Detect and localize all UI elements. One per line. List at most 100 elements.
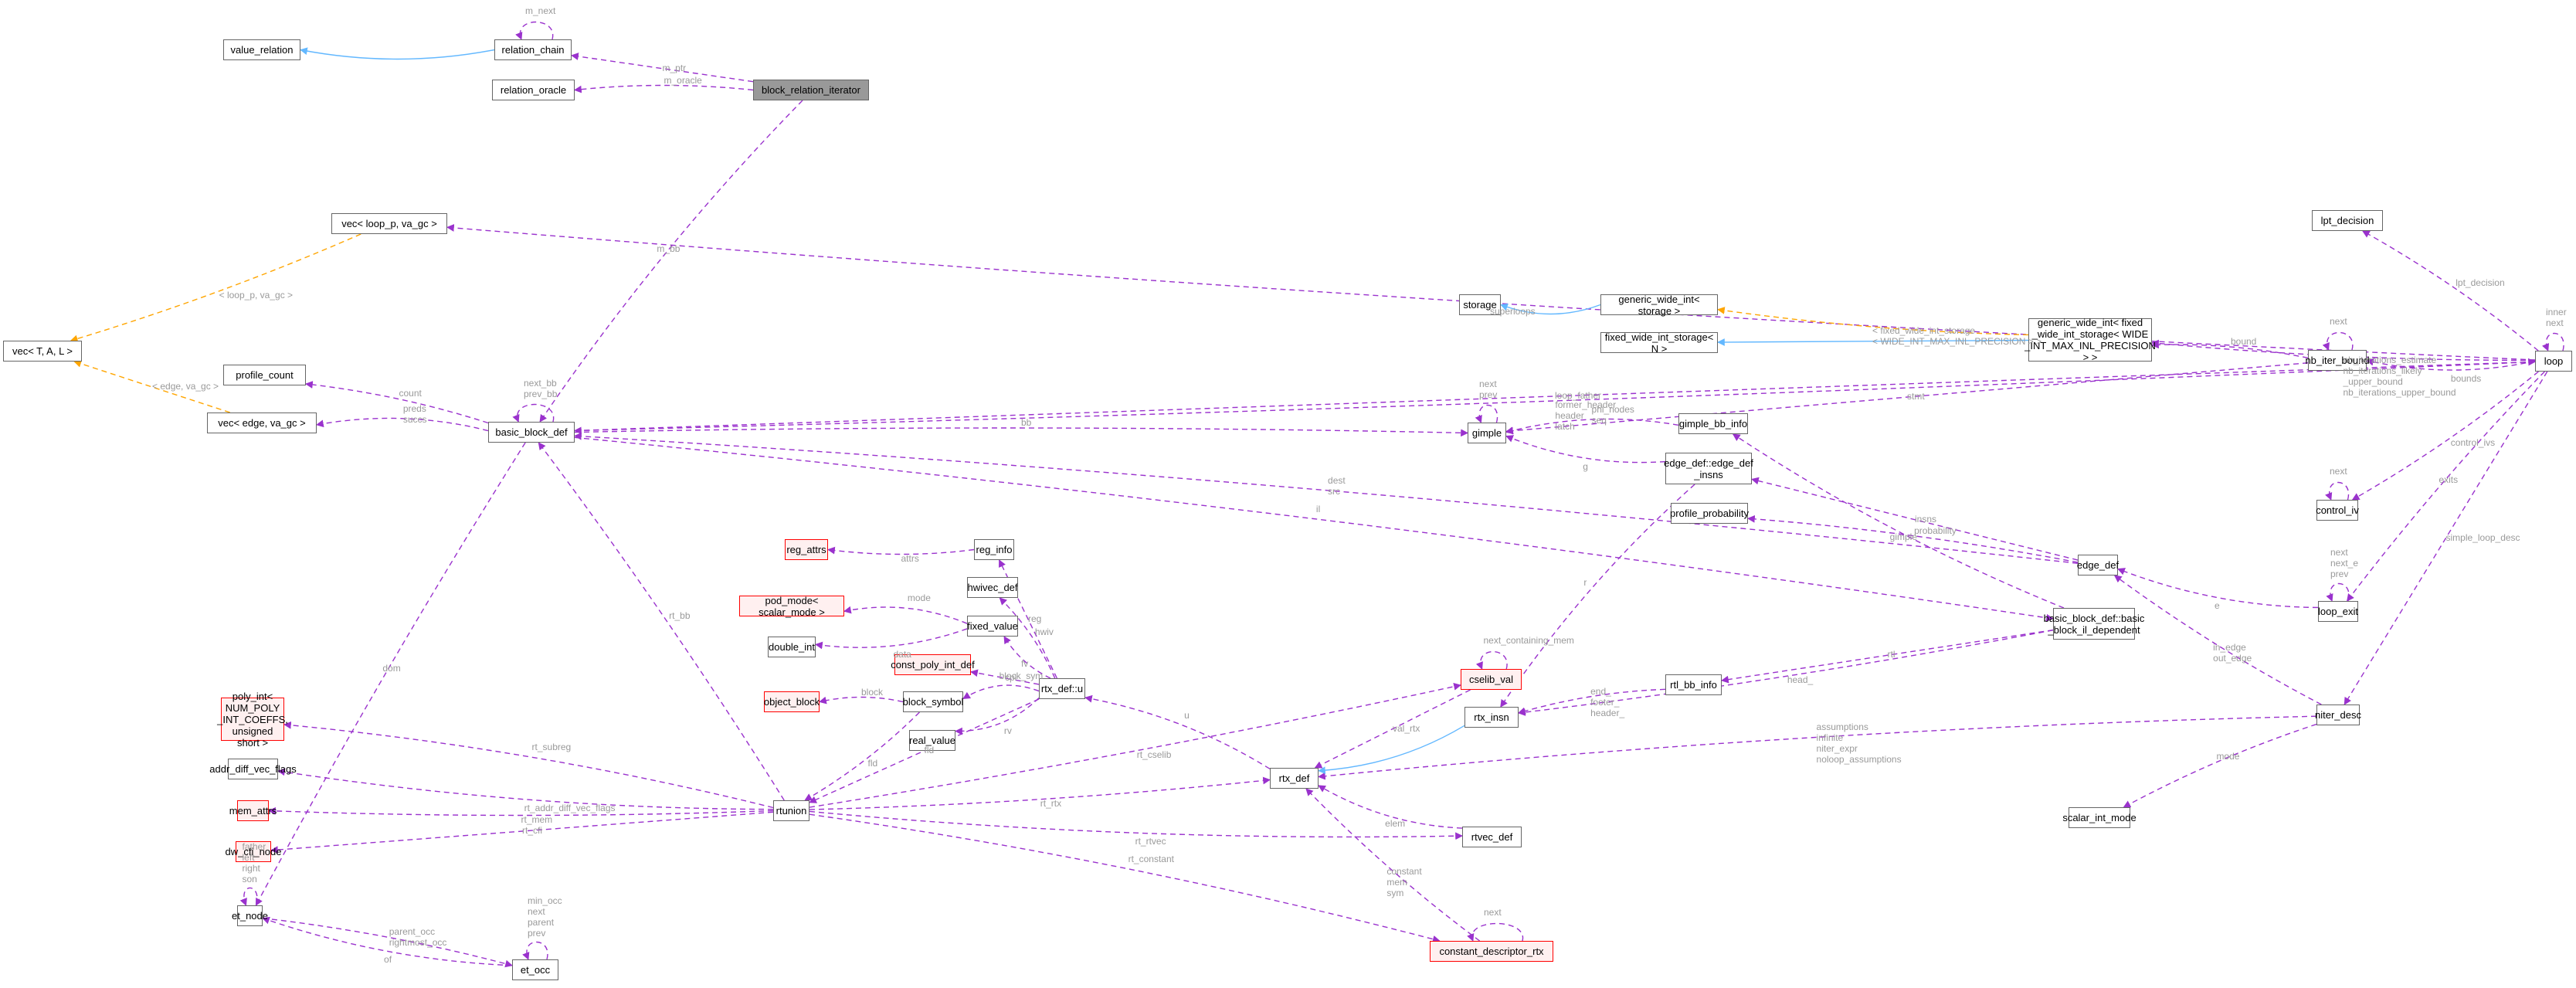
member-edge-bb-il-dependent-to-rtx-insn: [1518, 630, 2054, 716]
class-node-et-occ[interactable]: et_occ: [512, 959, 558, 980]
edge-label: fld: [867, 757, 878, 769]
edge-label: end_ footer_ header_: [1590, 685, 1625, 718]
class-node-reg-info[interactable]: reg_info: [974, 539, 1014, 560]
class-node-double-int[interactable]: double_int: [768, 637, 816, 657]
edge-label: < fixed_wide_int_storage < WIDE_INT_MAX_…: [1872, 325, 2042, 348]
class-node-relation-chain[interactable]: relation_chain: [494, 39, 572, 60]
class-node-block-relation-iterator[interactable]: block_relation_iterator: [753, 80, 869, 100]
inheritance-edge-generic-wide-int-fixed-to-fixed-wide-int-storage: [1717, 338, 2029, 346]
class-node-constant-descriptor-rtx[interactable]: constant_descriptor_rtx: [1430, 941, 1553, 962]
member-edge-loop-exit-to-loop-exit: [2326, 582, 2350, 602]
class-node-rtvec-def[interactable]: rtvec_def: [1462, 827, 1522, 847]
class-node-loop-exit[interactable]: loop_exit: [2318, 601, 2358, 622]
edge-label: m_next: [525, 5, 556, 16]
edge-label: former_header header latch: [1555, 399, 1617, 432]
class-node-rtx-insn[interactable]: rtx_insn: [1464, 707, 1519, 728]
class-node-addr-diff-vec-flags[interactable]: addr_diff_vec_flags: [209, 759, 297, 779]
class-node-scalar-int-mode[interactable]: scalar_int_mode: [2062, 807, 2136, 828]
class-node-pod-mode[interactable]: pod_mode< scalar_mode >: [739, 595, 844, 618]
member-edge-loop-to-loop-exit: [2347, 371, 2545, 602]
member-edge-nb-iter-bound-to-nb-iter-bound: [2322, 331, 2354, 351]
class-node-bb-il-dependent[interactable]: basic_block_def::basic _block_il_depende…: [2044, 608, 2144, 640]
class-node-mem-attrs[interactable]: mem_attrs: [229, 800, 277, 821]
class-node-basic-block-def[interactable]: basic_block_def: [488, 422, 575, 443]
edge-label: assumptions infinite niter_expr noloop_a…: [1816, 721, 1902, 766]
class-node-reg-attrs[interactable]: reg_attrs: [785, 539, 828, 560]
member-edge-basic-block-def-to-loop: [574, 358, 2536, 432]
edge-label: next prev: [1479, 379, 1498, 400]
edge-label: < loop_p, va_gc >: [219, 290, 294, 301]
class-node-profile-count[interactable]: profile_count: [223, 365, 306, 385]
class-node-rtx-def-u[interactable]: rtx_def::u: [1039, 678, 1085, 699]
class-node-hwivec-def[interactable]: hwivec_def: [967, 577, 1018, 598]
class-node-rtl-bb-info[interactable]: rtl_bb_info: [1665, 674, 1722, 695]
edge-label: cpi: [1005, 671, 1017, 683]
class-node-gimple-bb-info[interactable]: gimple_bb_info: [1678, 413, 1748, 434]
member-edge-control-iv-to-control-iv: [2325, 481, 2350, 501]
edge-label: rt_mem: [521, 813, 553, 825]
edge-label: next: [2330, 466, 2347, 477]
member-edge-nb-iter-bound-to-generic-wide-int-fixed: [2151, 341, 2309, 359]
class-node-generic-wide-int-fixed[interactable]: generic_wide_int< fixed _wide_int_storag…: [2024, 317, 2156, 363]
class-node-rtunion[interactable]: rtunion: [773, 800, 809, 821]
class-node-et-node[interactable]: et_node: [232, 905, 268, 926]
edge-label: rt_cselib: [1136, 749, 1172, 760]
class-node-profile-probability[interactable]: profile_probability: [1670, 503, 1749, 524]
edge-label: bb: [1021, 417, 1032, 428]
member-edge-rtx-def-u-to-fixed-value: [1003, 636, 1051, 679]
member-edge-basic-block-def-to-gimple: [574, 427, 1468, 437]
class-node-control-iv[interactable]: control_iv: [2316, 500, 2359, 521]
member-edge-block-relation-iterator-to-basic-block-def: [539, 100, 803, 423]
class-node-cselib-val[interactable]: cselib_val: [1461, 669, 1522, 690]
class-node-block-symbol[interactable]: block_symbol: [903, 691, 963, 712]
edge-label: rv: [1003, 725, 1012, 737]
class-node-loop[interactable]: loop: [2535, 351, 2572, 372]
member-edge-block-symbol-to-object-block: [819, 696, 904, 705]
class-node-fixed-value[interactable]: fixed_value: [967, 616, 1018, 637]
edge-label: m_oracle: [664, 74, 702, 86]
class-node-generic-wide-int-storage[interactable]: generic_wide_int< storage >: [1600, 294, 1718, 317]
class-node-niter-desc[interactable]: niter_desc: [2315, 705, 2361, 725]
member-edge-basic-block-def-to-profile-count: [305, 381, 489, 424]
edge-label: data: [893, 648, 911, 660]
edge-label: rt_rtvec: [1135, 836, 1166, 847]
member-edge-gimple-to-gimple: [1475, 404, 1498, 423]
edge-label: u: [1184, 709, 1190, 721]
class-node-vec-loop-p[interactable]: vec< loop_p, va_gc >: [331, 213, 447, 234]
edge-label: nb_iterations_estimate nb_iterations_lik…: [2343, 355, 2456, 399]
class-node-object-block[interactable]: object_block: [764, 691, 820, 712]
edge-label: mode: [907, 592, 931, 604]
class-node-fixed-wide-int-storage[interactable]: fixed_wide_int_storage< N >: [1600, 331, 1718, 355]
member-edge-loop-to-niter-desc: [2344, 371, 2548, 705]
inheritance-edge-relation-chain-to-value-relation: [300, 47, 495, 60]
class-node-gimple[interactable]: gimple: [1468, 423, 1506, 443]
class-node-value-relation[interactable]: value_relation: [223, 39, 300, 60]
member-edge-fixed-value-to-pod-mode: [843, 606, 968, 624]
edge-label: phi_nodes seq: [1591, 403, 1634, 426]
class-node-edge-def[interactable]: edge_def: [2077, 555, 2119, 575]
class-node-relation-oracle[interactable]: relation_oracle: [492, 80, 575, 100]
class-node-poly-int[interactable]: poly_int< NUM_POLY _INT_COEFFS, unsigned…: [217, 690, 288, 749]
class-node-real-value[interactable]: real_value: [909, 730, 955, 751]
class-node-lpt-decision[interactable]: lpt_decision: [2312, 210, 2383, 231]
class-node-dw-cfi-node[interactable]: dw_cfi_node: [226, 841, 282, 862]
class-node-nb-iter-bound[interactable]: nb_iter_bound: [2305, 350, 2370, 371]
member-edge-et-node-to-et-node: [239, 887, 258, 906]
member-edge-rtunion-to-basic-block-def: [538, 442, 785, 801]
class-node-vec-edge[interactable]: vec< edge, va_gc >: [207, 413, 317, 433]
class-node-rtx-def[interactable]: rtx_def: [1270, 768, 1319, 789]
member-edge-loop-to-loop: [2541, 332, 2564, 351]
member-edge-rtunion-to-cselib-val: [809, 682, 1461, 808]
class-node-edge-def-insns[interactable]: edge_def::edge_def _insns: [1664, 453, 1753, 484]
edge-label: < edge, va_gc >: [152, 381, 219, 392]
class-node-const-poly-int-def[interactable]: const_poly_int_def: [891, 654, 975, 675]
edge-label: lpt_decision: [2456, 277, 2505, 288]
class-node-storage[interactable]: storage: [1459, 294, 1501, 315]
edge-label: count: [399, 388, 422, 399]
class-node-vec-TAL[interactable]: vec< T, A, L >: [3, 341, 82, 362]
edge-label: dest src: [1328, 474, 1346, 497]
member-edge-niter-desc-to-scalar-int-mode: [2123, 723, 2317, 808]
edge-label: constant mem sym: [1386, 865, 1422, 898]
edge-label: il: [1315, 503, 1321, 514]
edge-label: superloops: [1489, 306, 1536, 317]
